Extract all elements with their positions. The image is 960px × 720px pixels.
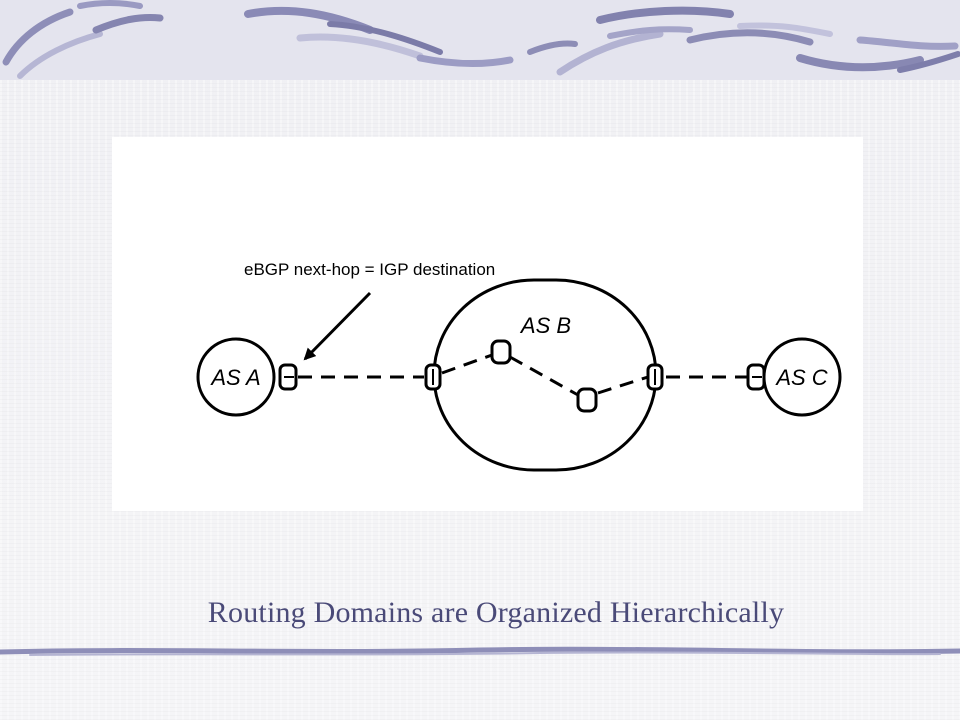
router-as-b-internal-1	[490, 339, 512, 365]
bottom-swirl-rule	[0, 646, 960, 656]
network-diagram: AS A AS B AS C	[112, 137, 863, 511]
callout-arrow	[303, 291, 372, 361]
link-as-b-internal-1	[441, 353, 493, 375]
router-as-b-internal-2	[576, 387, 598, 413]
slide-caption: Routing Domains are Organized Hierarchic…	[207, 596, 785, 629]
link-as-b-internal-3	[597, 375, 649, 395]
as-c-label: AS C	[774, 365, 827, 390]
as-a-circle	[196, 337, 276, 417]
top-swirl-decoration	[2, 0, 960, 79]
as-a-label: AS A	[209, 365, 260, 390]
as-b-domain	[432, 278, 658, 472]
callout-label: eBGP next-hop = IGP destination	[244, 260, 495, 279]
as-b-label: AS B	[519, 313, 571, 338]
link-as-b-internal-2	[509, 355, 579, 397]
as-topology-drawing: AS A AS B AS C	[196, 260, 842, 472]
